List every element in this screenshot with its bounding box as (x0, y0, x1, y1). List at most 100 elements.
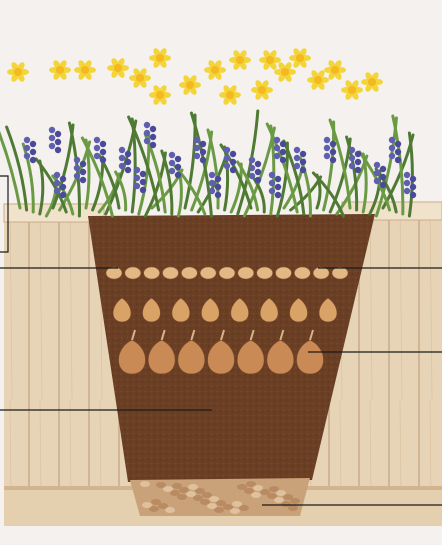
muscari-floret (380, 166, 386, 172)
muscari-floret (395, 149, 401, 155)
muscari-floret (410, 176, 416, 182)
muscari-floret (169, 160, 175, 166)
muscari-floret (395, 157, 401, 163)
muscari-floret (119, 163, 125, 169)
muscari-floret (324, 137, 330, 143)
muscari-floret (194, 145, 200, 151)
muscari-floret (30, 149, 36, 155)
muscari-floret (49, 127, 55, 133)
muscari-floret (300, 151, 306, 157)
muscari-floret (200, 141, 206, 147)
muscari-floret (380, 182, 386, 188)
daffodil-trumpet (236, 56, 244, 64)
muscari-floret (410, 192, 416, 198)
muscari-floret (389, 145, 395, 151)
muscari-floret (324, 153, 330, 159)
daffodil-trumpet (81, 66, 89, 74)
muscari-floret (30, 157, 36, 163)
muscari-floret (209, 172, 215, 178)
gravel-stone (237, 484, 247, 490)
muscari-floret (230, 151, 236, 157)
daffodil-flowers (7, 47, 383, 106)
muscari-floret (49, 135, 55, 141)
muscari-floret (249, 173, 255, 179)
muscari-floret (349, 155, 355, 161)
muscari-floret (74, 157, 80, 163)
muscari-floret (119, 147, 125, 153)
muscari-floret (230, 167, 236, 173)
muscari-floret (215, 184, 221, 190)
gravel-stone (151, 499, 161, 505)
muscari-floret (389, 153, 395, 159)
daffodil-trumpet (14, 68, 22, 76)
muscari-floret (24, 145, 30, 151)
muscari-floret (200, 149, 206, 155)
muscari-floret (224, 163, 230, 169)
muscari-floret (355, 151, 361, 157)
gravel-stone (156, 482, 166, 488)
daffodil-trumpet (296, 54, 304, 62)
muscari-floret (404, 172, 410, 178)
muscari-floret (144, 138, 150, 144)
gravel-stone (140, 481, 150, 487)
muscari-floret (349, 163, 355, 169)
muscari-floret (275, 176, 281, 182)
small-bulb (276, 267, 292, 279)
muscari-floret (349, 147, 355, 153)
muscari-floret (330, 157, 336, 163)
muscari-floret (24, 153, 30, 159)
muscari-floret (60, 192, 66, 198)
muscari-floret (100, 141, 106, 147)
muscari-floret (125, 151, 131, 157)
muscari-floret (94, 145, 100, 151)
muscari-floret (140, 179, 146, 185)
muscari-floret (389, 137, 395, 143)
muscari-floret (209, 180, 215, 186)
muscari-floret (374, 178, 380, 184)
muscari-floret (119, 155, 125, 161)
muscari-floret (150, 142, 156, 148)
muscari-floret (274, 145, 280, 151)
muscari-floret (269, 172, 275, 178)
daffodil-trumpet (186, 81, 194, 89)
muscari-floret (100, 149, 106, 155)
daffodil-trumpet (114, 64, 122, 72)
muscari-floret (230, 159, 236, 165)
daffodil-trumpet (226, 91, 234, 99)
muscari-floret (275, 184, 281, 190)
muscari-floret (175, 172, 181, 178)
daffodil-trumpet (156, 54, 164, 62)
muscari-floret (175, 156, 181, 162)
daffodil-trumpet (258, 86, 266, 94)
muscari-floret (255, 161, 261, 167)
muscari-floret (269, 180, 275, 186)
muscari-floret (200, 157, 206, 163)
muscari-floret (209, 188, 215, 194)
muscari-floret (60, 184, 66, 190)
muscari-floret (280, 157, 286, 163)
muscari-floret (49, 143, 55, 149)
muscari-floret (175, 164, 181, 170)
gravel-stone (172, 483, 182, 489)
muscari-floret (194, 153, 200, 159)
muscari-floret (134, 175, 140, 181)
muscari-floret (74, 173, 80, 179)
small-bulb (163, 267, 179, 279)
small-bulb (219, 267, 235, 279)
muscari-floret (134, 183, 140, 189)
daffodil-trumpet (331, 66, 339, 74)
muscari-floret (224, 147, 230, 153)
muscari-floret (144, 130, 150, 136)
muscari-floret (300, 159, 306, 165)
daffodil-trumpet (266, 56, 274, 64)
muscari-floret (194, 137, 200, 143)
small-bulb (294, 267, 310, 279)
muscari-floret (55, 139, 61, 145)
muscari-floret (215, 192, 221, 198)
muscari-floret (144, 122, 150, 128)
muscari-floret (324, 145, 330, 151)
muscari-floret (80, 177, 86, 183)
muscari-floret (55, 131, 61, 137)
small-bulb (181, 267, 197, 279)
muscari-floret (249, 157, 255, 163)
